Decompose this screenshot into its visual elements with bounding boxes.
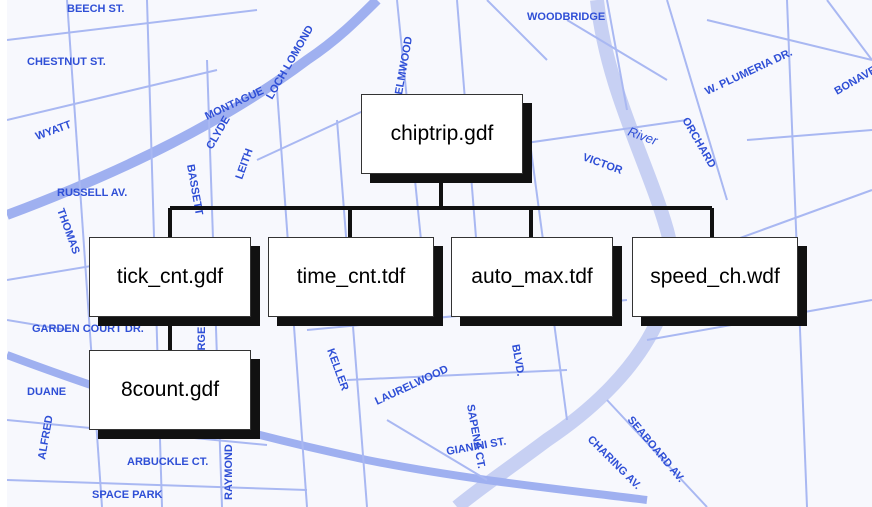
map-label: SPACE PARK: [92, 489, 163, 501]
map-label: WOODBRIDGE: [527, 11, 605, 23]
child-node-tick-cnt[interactable]: tick_cnt.gdf: [89, 237, 251, 317]
node-label: time_cnt.tdf: [296, 265, 406, 288]
map-label: BEECH ST.: [67, 3, 124, 15]
map-label: RUSSELL AV.: [57, 187, 127, 199]
node-label: chiptrip.gdf: [390, 122, 494, 145]
node-label: 8count.gdf: [120, 378, 220, 401]
node-label: auto_max.tdf: [471, 265, 593, 288]
map-label: ARBUCKLE CT.: [127, 456, 208, 468]
map-label: RAYMOND: [223, 444, 235, 500]
map-label: CHESTNUT ST.: [27, 56, 106, 68]
root-node-chiptrip[interactable]: chiptrip.gdf: [361, 94, 523, 174]
child-node-auto-max[interactable]: auto_max.tdf: [451, 237, 613, 317]
map-label: BLVD.: [509, 343, 526, 377]
highway-shape: [7, 0, 381, 220]
grandchild-node-8count[interactable]: 8count.gdf: [89, 350, 251, 430]
map-label: DUANE: [27, 386, 66, 398]
map-label: GARDEN COURT DR.: [32, 323, 144, 335]
child-node-time-cnt[interactable]: time_cnt.tdf: [268, 237, 434, 317]
node-label: tick_cnt.gdf: [116, 265, 224, 288]
node-label: speed_ch.wdf: [650, 265, 780, 288]
child-node-speed-ch[interactable]: speed_ch.wdf: [632, 237, 798, 317]
